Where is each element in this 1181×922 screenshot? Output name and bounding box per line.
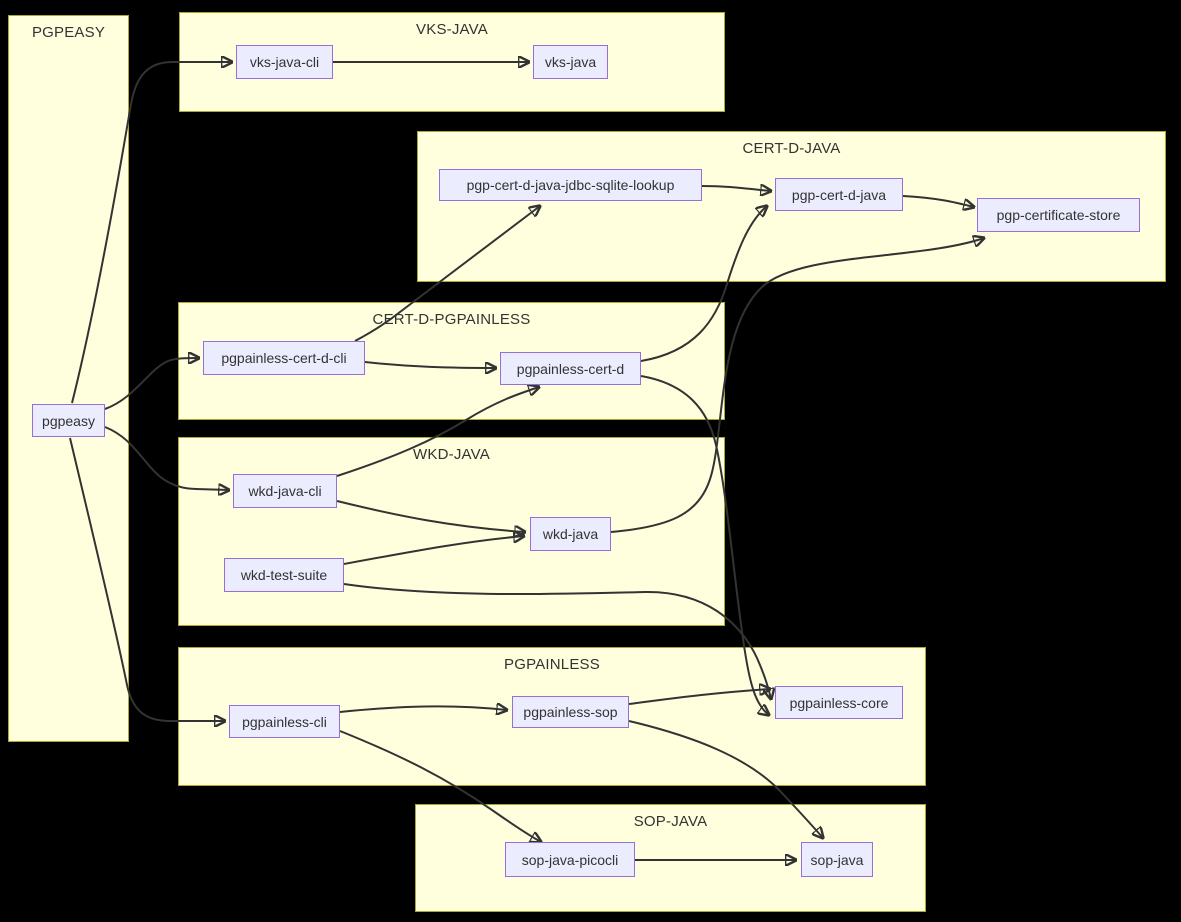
edge-pgp-cert-d-java-pgp-certificate-store	[902, 195, 974, 207]
edge-wkd-java-cli-wkd-java	[336, 500, 525, 532]
subgraph-title: VKS-JAVA	[416, 21, 488, 38]
subgraph-pgpeasy: PGPEASY	[8, 15, 129, 742]
edge-pgpainless-cli-pgpainless-sop	[339, 706, 507, 712]
subgraph-title: WKD-JAVA	[413, 446, 490, 463]
edge-pgpeasy-pgpainless-cert-d-cli	[104, 358, 199, 410]
edge-pgpeasy-wkd-java-cli	[104, 426, 229, 490]
edge-wkd-java-pgp-certificate-store	[610, 238, 984, 533]
node-pgpeasy: pgpeasy	[32, 404, 105, 437]
edge-pgpainless-sop-sop-java	[628, 720, 823, 838]
node-label: pgpainless-cli	[242, 713, 327, 730]
node-sop-java: sop-java	[801, 842, 873, 877]
subgraph-title: CERT-D-PGPAINLESS	[372, 311, 531, 328]
edge-pgpainless-sop-pgpainless-core	[628, 689, 770, 705]
node-pgpainless-cert-d: pgpainless-cert-d	[500, 352, 641, 385]
node-pgp-cert-d-java-jdbc-sqlite-lookup: pgp-cert-d-java-jdbc-sqlite-lookup	[439, 169, 702, 201]
node-label: pgpainless-cert-d	[516, 360, 625, 377]
node-wkd-java-cli: wkd-java-cli	[233, 474, 337, 508]
node-label: wkd-test-suite	[240, 567, 328, 583]
subgraph-title: PGPEASY	[31, 24, 106, 41]
edge-pgpainless-cert-d-pgp-cert-d-java	[640, 206, 767, 362]
subgraph-title: SOP-JAVA	[633, 813, 708, 830]
node-pgp-cert-d-java: pgp-cert-d-java	[775, 178, 903, 211]
node-label: pgpeasy	[42, 412, 95, 429]
node-label: wkd-java-cli	[248, 483, 322, 499]
node-vks-java-cli: vks-java-cli	[236, 45, 333, 79]
node-pgpainless-core: pgpainless-core	[775, 686, 903, 719]
node-wkd-java: wkd-java	[530, 517, 611, 551]
edge-pgp-cert-d-java-jdbc-sqlite-lookup-pgp-cert-d-java	[701, 186, 771, 191]
node-sop-java-picocli: sop-java-picocli	[505, 842, 635, 877]
edge-wkd-test-suite-wkd-java	[343, 536, 524, 565]
node-label: pgp-certificate-store	[996, 207, 1121, 223]
subgraph-wkd-java: WKD-JAVA	[178, 437, 725, 626]
edge-pgpeasy-vks-java-cli	[71, 62, 232, 404]
edge-pgpeasy-pgpainless-cli	[69, 437, 225, 721]
node-label: pgpainless-core	[789, 694, 889, 711]
node-pgpainless-cert-d-cli: pgpainless-cert-d-cli	[203, 341, 365, 375]
node-label: pgpainless-sop	[523, 704, 618, 720]
node-label: vks-java	[544, 54, 597, 70]
node-label: vks-java-cli	[249, 54, 320, 70]
node-vks-java: vks-java	[533, 45, 608, 79]
node-label: pgp-cert-d-java-jdbc-sqlite-lookup	[466, 177, 675, 193]
edge-pgpainless-cert-d-cli-pgpainless-cert-d	[364, 361, 496, 368]
edge-pgpainless-cli-sop-java-picocli	[339, 730, 541, 842]
edge-pgpainless-cert-d-cli-pgp-cert-d-java-jdbc-sqlite-lookup	[354, 206, 540, 342]
subgraph-title: PGPAINLESS	[504, 656, 600, 673]
subgraph-title: CERT-D-JAVA	[742, 140, 841, 157]
node-wkd-test-suite: wkd-test-suite	[224, 558, 344, 592]
node-pgpainless-cli: pgpainless-cli	[229, 705, 340, 738]
node-pgpainless-sop: pgpainless-sop	[512, 696, 629, 728]
node-label: pgp-cert-d-java	[791, 186, 887, 203]
node-label: pgpainless-cert-d-cli	[221, 350, 347, 366]
edge-pgpainless-cert-d-pgpainless-core	[640, 375, 769, 715]
node-label: sop-java	[810, 851, 864, 868]
edge-wkd-java-cli-pgpainless-cert-d	[336, 387, 539, 477]
node-pgp-certificate-store: pgp-certificate-store	[977, 198, 1140, 232]
edge-wkd-test-suite-pgpainless-core	[343, 583, 771, 699]
node-label: sop-java-picocli	[521, 851, 619, 868]
node-label: wkd-java	[542, 526, 599, 542]
